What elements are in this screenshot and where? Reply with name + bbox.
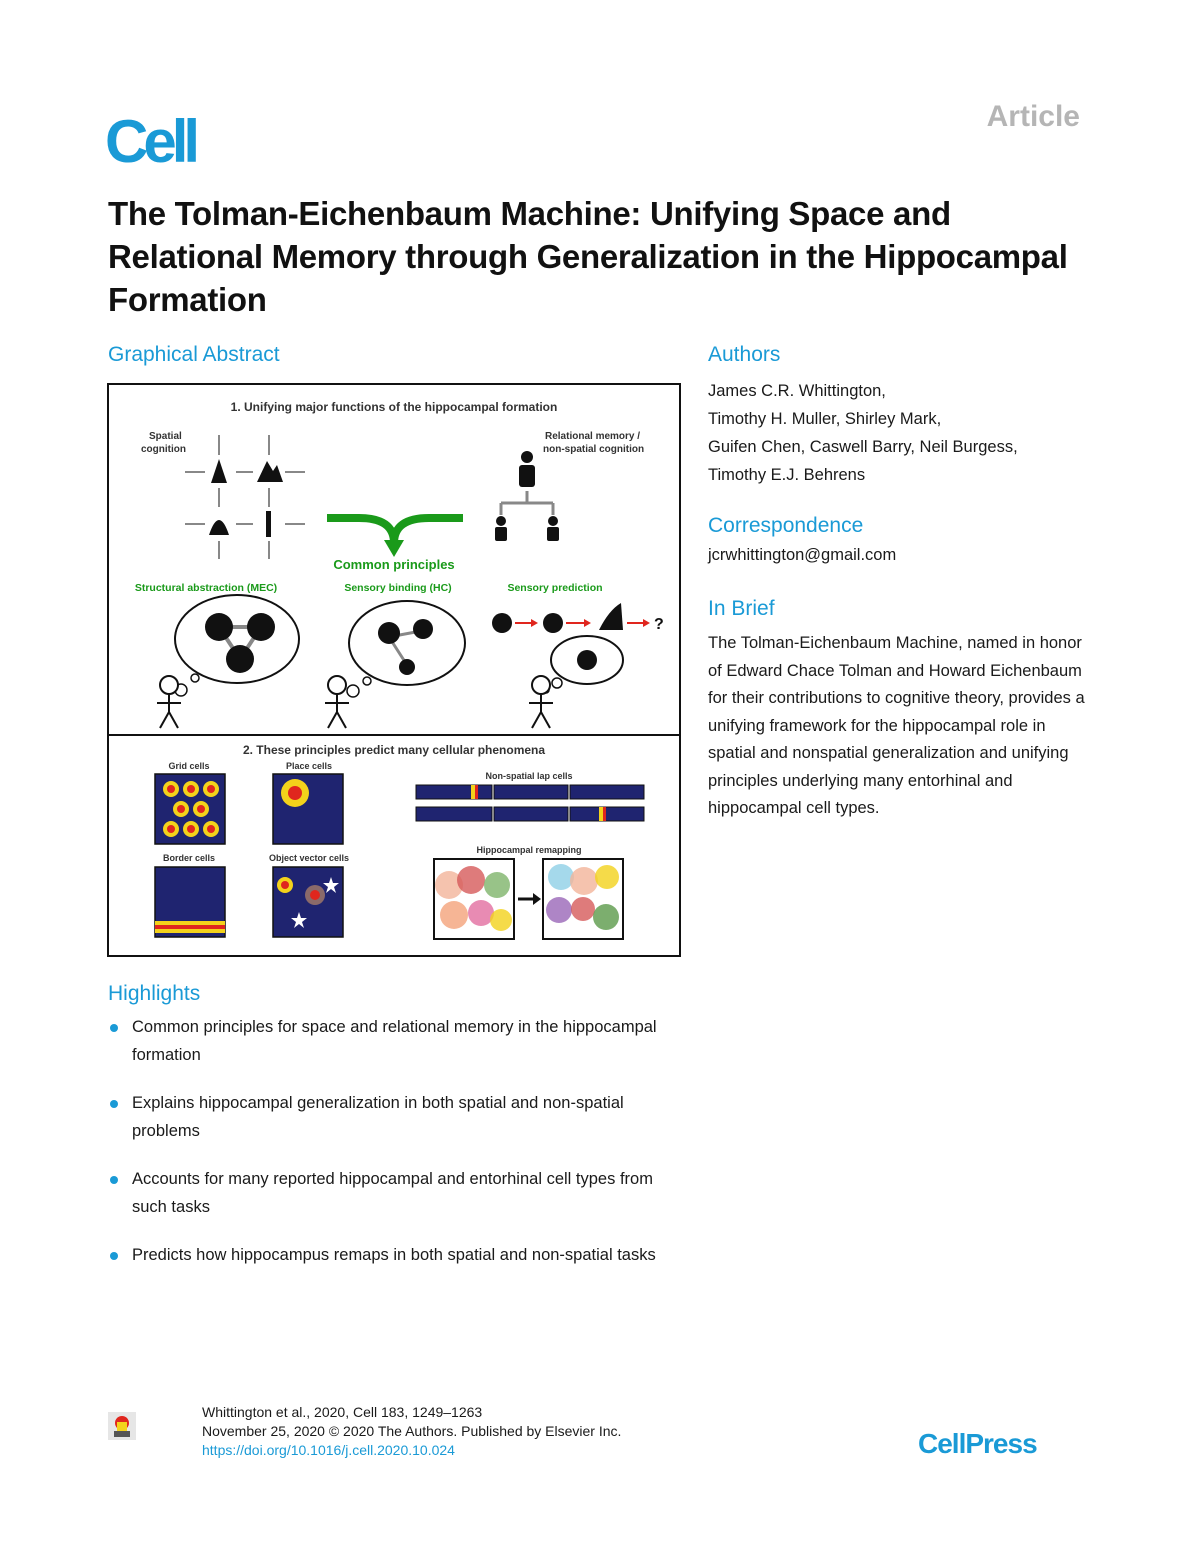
journal-logo: Cell <box>105 108 200 175</box>
highlight-item: Predicts how hippocampus remaps in both … <box>108 1242 688 1270</box>
remapping-after-map <box>542 858 624 940</box>
authors-list: James C.R. Whittington, Timothy H. Mulle… <box>708 377 1108 489</box>
sensory-binding-label: Sensory binding (HC) <box>344 582 451 594</box>
highlight-text: Explains hippocampal generalization in b… <box>132 1094 624 1140</box>
author-line: James C.R. Whittington, <box>708 382 886 400</box>
highlight-item: Accounts for many reported hippocampal a… <box>108 1166 688 1221</box>
graphical-abstract-heading: Graphical Abstract <box>108 343 280 366</box>
article-type-label: Article <box>986 100 1080 133</box>
person-icon-3 <box>529 675 553 729</box>
remapping-label: Hippocampal remapping <box>476 845 581 855</box>
binding-cloud-icon <box>346 600 466 698</box>
panel2-title: 2. These principles predict many cellula… <box>243 743 545 757</box>
prediction-cloud-icon <box>542 635 624 694</box>
author-line: Guifen Chen, Caswell Barry, Neil Burgess… <box>708 438 1018 456</box>
cellpress-logo: CellPress <box>918 1428 1038 1459</box>
lap-cells-label: Non-spatial lap cells <box>485 771 572 781</box>
cactus-icon <box>266 511 271 537</box>
bullet-icon <box>110 1176 118 1184</box>
spatial-label-line1: Spatial <box>149 431 182 442</box>
spatial-label-line2: cognition <box>141 444 186 455</box>
person-icon-2 <box>325 675 349 729</box>
in-brief-text: The Tolman-Eichenbaum Machine, named in … <box>708 634 1085 817</box>
structural-abstraction-label: Structural abstraction (MEC) <box>135 582 277 594</box>
correspondence-email[interactable]: jcrwhittington@gmail.com <box>708 546 897 564</box>
prediction-sequence-icon <box>492 603 650 633</box>
question-mark: ? <box>654 616 664 633</box>
correspondence-heading: Correspondence <box>708 514 864 537</box>
place-cells-map <box>272 773 344 845</box>
remapping-before-map <box>433 858 515 940</box>
relational-label-line1: Relational memory / <box>545 431 640 442</box>
crossmark-icon[interactable] <box>108 1412 136 1440</box>
merge-arrow-icon <box>327 514 463 544</box>
grid-cells-label: Grid cells <box>168 761 209 771</box>
graphical-abstract-figure: 1. Unifying major functions of the hippo… <box>107 383 681 957</box>
highlight-item: Explains hippocampal generalization in b… <box>108 1090 688 1145</box>
object-vector-cells-map <box>272 866 344 938</box>
relational-label-line2: non-spatial cognition <box>543 444 644 455</box>
structural-cloud-icon <box>174 594 300 697</box>
citation-line: Whittington et al., 2020, Cell 183, 1249… <box>202 1404 483 1420</box>
family-tree-icon <box>495 451 559 541</box>
in-brief-heading: In Brief <box>708 597 775 620</box>
panel1-title: 1. Unifying major functions of the hippo… <box>231 400 558 414</box>
lap-cells-tracks <box>415 784 645 822</box>
highlight-text: Accounts for many reported hippocampal a… <box>132 1170 653 1216</box>
authors-heading: Authors <box>708 343 781 366</box>
remap-arrowhead-icon <box>533 893 541 905</box>
beehive-icon <box>209 520 229 535</box>
grid-cells-map <box>154 773 226 845</box>
bullet-icon <box>110 1024 118 1032</box>
border-cells-map <box>154 866 226 938</box>
tree-icon <box>211 459 227 483</box>
doi-link[interactable]: https://doi.org/10.1016/j.cell.2020.10.0… <box>202 1442 455 1458</box>
author-line: Timothy H. Muller, Shirley Mark, <box>708 410 942 428</box>
highlights-heading: Highlights <box>108 982 201 1005</box>
citation-block: Whittington et al., 2020, Cell 183, 1249… <box>202 1403 621 1460</box>
highlight-text: Common principles for space and relation… <box>132 1018 657 1064</box>
arrow-head-icon <box>384 540 404 557</box>
author-line: Timothy E.J. Behrens <box>708 466 866 484</box>
paper-title: The Tolman-Eichenbaum Machine: Unifying … <box>108 195 1068 318</box>
spatial-grid-icon <box>185 435 305 559</box>
highlight-item: Common principles for space and relation… <box>108 1014 688 1069</box>
person-icon-1 <box>157 675 181 729</box>
mountain-icon <box>257 461 283 482</box>
common-principles-label: Common principles <box>333 557 454 572</box>
place-cells-label: Place cells <box>286 761 332 771</box>
highlight-text: Predicts how hippocampus remaps in both … <box>132 1246 656 1264</box>
object-vector-cells-label: Object vector cells <box>269 853 349 863</box>
sensory-prediction-label: Sensory prediction <box>507 582 602 594</box>
bullet-icon <box>110 1100 118 1108</box>
publication-date-line: November 25, 2020 © 2020 The Authors. Pu… <box>202 1423 622 1439</box>
bullet-icon <box>110 1252 118 1260</box>
border-cells-label: Border cells <box>163 853 215 863</box>
highlights-list: Common principles for space and relation… <box>108 1014 688 1291</box>
